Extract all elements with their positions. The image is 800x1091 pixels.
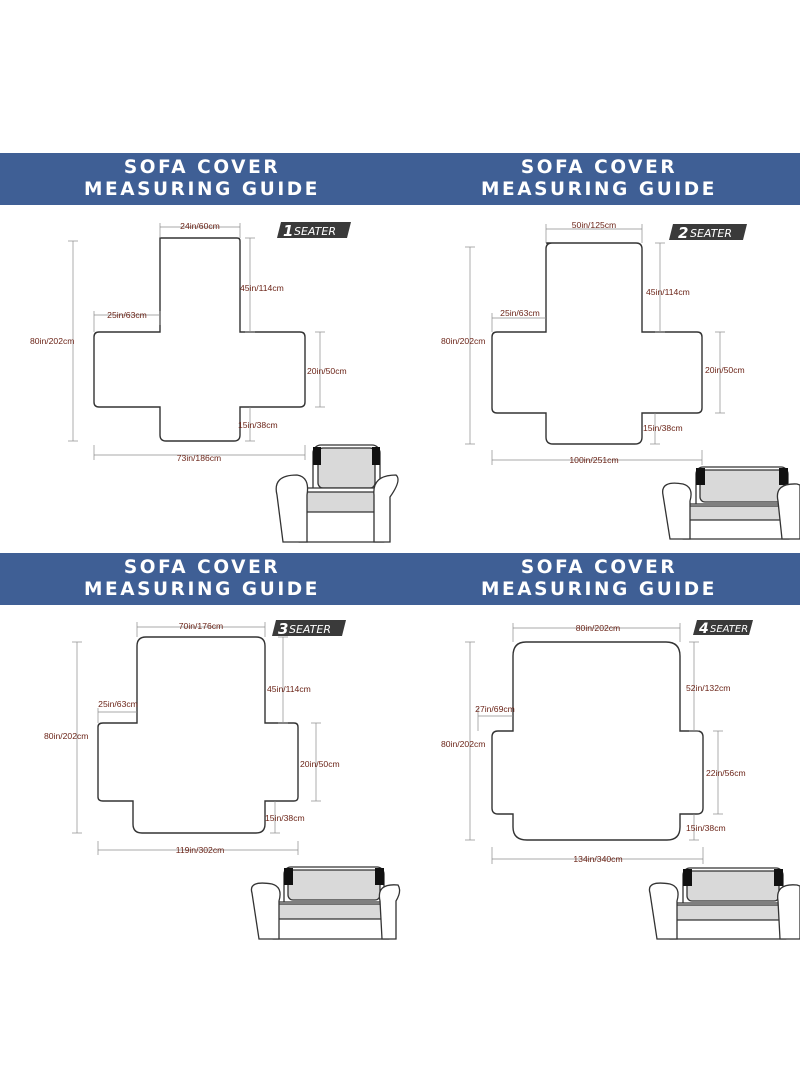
dim-total-length: 80in/202cm xyxy=(44,731,88,741)
dim-total-length: 80in/202cm xyxy=(30,336,74,346)
dim-skirt-height: 15in/38cm xyxy=(686,823,726,833)
title-line-2: MEASURING GUIDE xyxy=(83,579,321,600)
seater-number: 1 xyxy=(283,222,293,240)
cover-outline xyxy=(491,242,703,445)
seater-word: SEATER xyxy=(294,225,336,238)
dim-arm-width: 25in/63cm xyxy=(107,310,147,320)
title-line-2: MEASURING GUIDE xyxy=(83,179,321,200)
dim-total-length: 80in/202cm xyxy=(441,739,485,749)
title-band-bottom xyxy=(0,553,800,605)
dim-top-width: 24in/60cm xyxy=(180,221,220,231)
panel-4-diagram: 4 SEATER 80in/202cm 52in/132cm 27in/69cm… xyxy=(441,620,800,940)
dim-total-width: 119in/302cm xyxy=(176,845,225,855)
dim-total-width: 134in/340cm xyxy=(573,854,622,864)
sofa-icon xyxy=(250,866,401,940)
panel-2-diagram: 2 SEATER 50in/125cm 45in/114cm 25in/63cm… xyxy=(441,220,800,540)
panel-title-1: SOFA COVER MEASURING GUIDE xyxy=(37,157,367,201)
title-line-1: SOFA COVER xyxy=(123,157,281,178)
dim-arm-height: 20in/50cm xyxy=(300,759,340,769)
cover-outline xyxy=(93,237,306,442)
panel-title-2: SOFA COVER MEASURING GUIDE xyxy=(434,157,764,201)
armchair-icon xyxy=(275,444,399,543)
cover-outline xyxy=(97,636,299,834)
title-line-1: SOFA COVER xyxy=(520,157,678,178)
seater-badge: 3 SEATER xyxy=(272,620,346,638)
dim-arm-width: 27in/69cm xyxy=(475,704,515,714)
dim-skirt-height: 15in/38cm xyxy=(643,423,683,433)
dim-top-width: 70in/176cm xyxy=(179,621,223,631)
dim-skirt-height: 15in/38cm xyxy=(265,813,305,823)
dim-skirt-height: 15in/38cm xyxy=(238,420,278,430)
dim-back-height: 52in/132cm xyxy=(686,683,730,693)
dim-back-height: 45in/114cm xyxy=(267,684,311,694)
seater-word: SEATER xyxy=(710,624,748,635)
dim-arm-height: 20in/50cm xyxy=(705,365,745,375)
dim-top-width: 50in/125cm xyxy=(572,220,616,230)
title-line-1: SOFA COVER xyxy=(123,557,281,578)
panel-1-diagram: 1 SEATER 24in/60cm 45in/114cm 25in/63cm … xyxy=(30,221,399,543)
dim-arm-height: 20in/50cm xyxy=(307,366,347,376)
diagram-row-top: 1 SEATER 24in/60cm 45in/114cm 25in/63cm … xyxy=(30,220,800,543)
panel-title-3: SOFA COVER MEASURING GUIDE xyxy=(37,557,367,601)
loveseat-icon xyxy=(662,466,800,540)
seater-badge: 2 SEATER xyxy=(669,224,747,242)
seater-number: 3 xyxy=(278,620,288,638)
dim-arm-height: 22in/56cm xyxy=(706,768,746,778)
dim-arm-width: 25in/63cm xyxy=(98,699,138,709)
title-line-2: MEASURING GUIDE xyxy=(480,179,718,200)
seater-word: SEATER xyxy=(289,623,331,636)
dim-total-width: 73in/186cm xyxy=(177,453,221,463)
title-line-2: MEASURING GUIDE xyxy=(480,579,718,600)
seater-number: 2 xyxy=(678,224,688,242)
dim-arm-width: 25in/63cm xyxy=(500,308,540,318)
seater-number: 4 xyxy=(698,621,709,637)
dim-total-length: 80in/202cm xyxy=(441,336,485,346)
diagram-row-bottom: 3 SEATER 70in/176cm 45in/114cm 25in/63cm… xyxy=(44,620,800,940)
large-sofa-icon xyxy=(648,867,800,940)
dim-back-height: 45in/114cm xyxy=(240,283,284,293)
dim-total-width: 100in/251cm xyxy=(569,455,618,465)
title-line-1: SOFA COVER xyxy=(520,557,678,578)
cover-outline xyxy=(491,641,704,841)
panel-title-4: SOFA COVER MEASURING GUIDE xyxy=(434,557,764,601)
seater-badge: 4 SEATER xyxy=(693,620,753,637)
dim-top-width: 80in/202cm xyxy=(576,623,620,633)
dim-back-height: 45in/114cm xyxy=(646,287,690,297)
seater-badge: 1 SEATER xyxy=(277,222,351,240)
panel-3-diagram: 3 SEATER 70in/176cm 45in/114cm 25in/63cm… xyxy=(44,620,401,940)
title-band-top xyxy=(0,153,800,205)
seater-word: SEATER xyxy=(690,227,732,240)
